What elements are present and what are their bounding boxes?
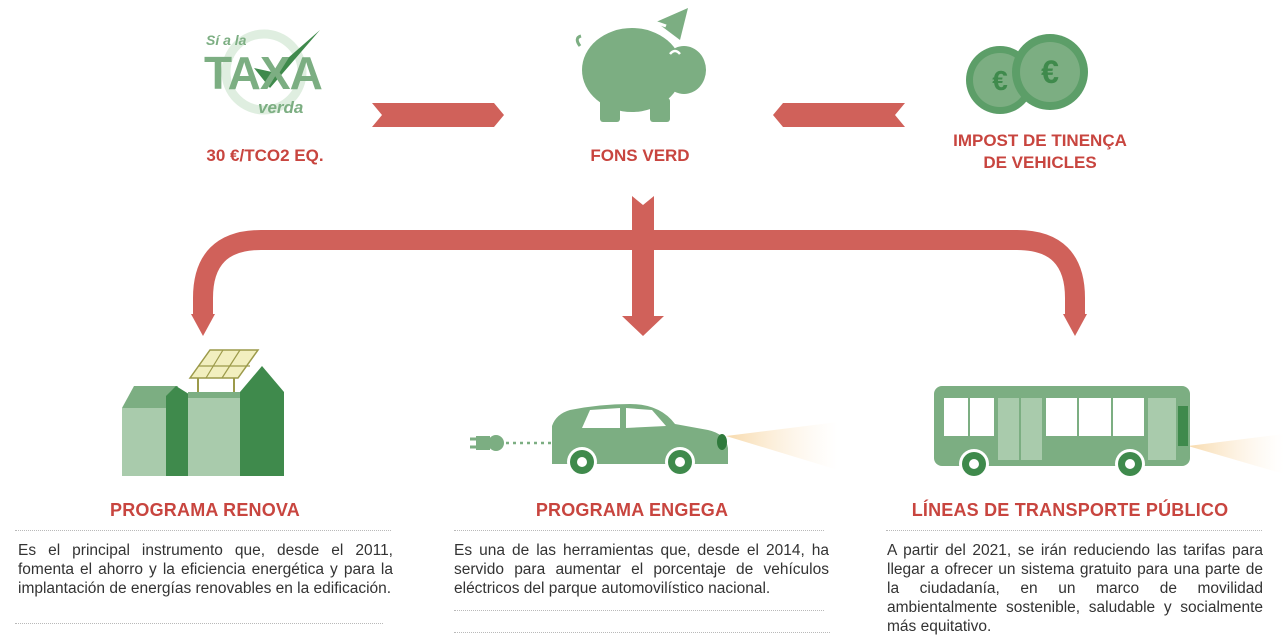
arrow-right-icon xyxy=(372,103,504,127)
program-description-transport: A partir del 2021, se irán reduciendo la… xyxy=(887,542,1263,635)
electric-car-icon xyxy=(470,404,838,477)
vehicle-tax-label-line1: IMPOST DE TINENÇA xyxy=(953,131,1127,150)
program-title-transport: LÍNEAS DE TRANSPORTE PÚBLICO xyxy=(911,500,1229,520)
taxa-verda-logo: Sí a la TAXA verda xyxy=(196,22,326,122)
divider xyxy=(15,623,383,624)
svg-text:€: € xyxy=(992,65,1008,96)
divider xyxy=(454,632,830,633)
divider xyxy=(15,530,391,531)
logo-line1: Sí a la xyxy=(206,32,247,48)
tax-rate-label: 30 €/TCO2 EQ. xyxy=(206,146,324,165)
divider xyxy=(454,610,824,611)
piggy-bank-icon xyxy=(575,8,706,122)
program-title-renova: PROGRAMA RENOVA xyxy=(109,500,300,520)
svg-text:€: € xyxy=(1041,54,1059,90)
buildings-solar-panel-icon xyxy=(122,349,284,476)
program-title-engega: PROGRAMA ENGEGA xyxy=(535,500,729,520)
bus-icon xyxy=(934,386,1284,479)
divider xyxy=(454,530,824,531)
program-description-engega: Es una de las herramientas que, desde el… xyxy=(454,542,829,597)
green-fund-label: FONS VERD xyxy=(590,146,690,165)
logo-line3: verda xyxy=(258,98,304,117)
program-description-renova: Es el principal instrumento que, desde e… xyxy=(18,542,393,597)
vehicle-tax-label-line2: DE VEHICLES xyxy=(983,153,1097,172)
arrow-left-icon xyxy=(773,103,905,127)
divider xyxy=(886,530,1262,531)
euro-coins-icon: € € xyxy=(966,34,1088,114)
logo-circle-check-icon xyxy=(221,29,320,115)
vehicle-tax-label: IMPOST DE TINENÇA DE VEHICLES xyxy=(920,130,1160,174)
logo-line2: TAXA xyxy=(204,47,323,99)
